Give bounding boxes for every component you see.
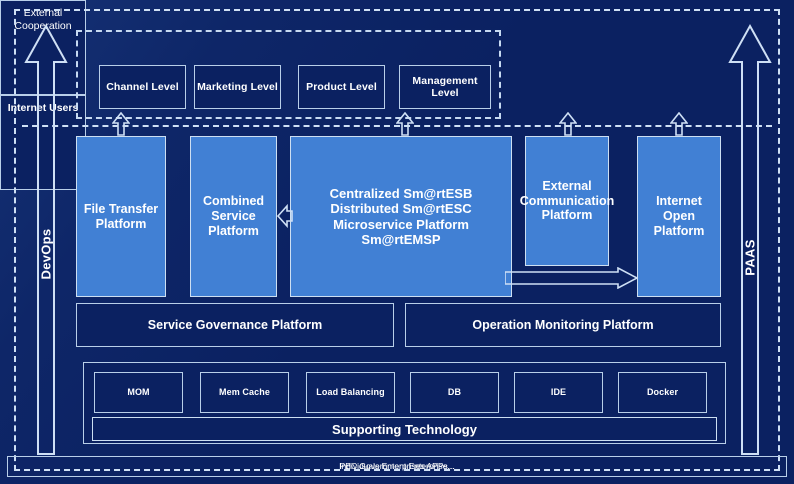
service-governance-platform[interactable]: Service Governance Platform (76, 303, 394, 347)
platform-label: Combined Service Platform (202, 194, 265, 238)
tech-box-mom[interactable]: MOM (94, 372, 183, 413)
operation-monitoring-platform[interactable]: Operation Monitoring Platform (405, 303, 721, 347)
arrow-up-icon-internet (670, 112, 688, 136)
arrow-up-icon-center (396, 112, 414, 136)
business-levels-group (76, 30, 501, 119)
platform-label: Internet Open Platform (653, 194, 705, 238)
tech-box-ide[interactable]: IDE (514, 372, 603, 413)
arrow-up-icon-channel (112, 112, 130, 136)
governance-label: Operation Monitoring Platform (472, 317, 654, 332)
outer-dashed-frame (14, 9, 780, 471)
supporting-technology-label: Supporting Technology (332, 421, 477, 437)
level-box-channel[interactable]: Channel Level (99, 65, 186, 109)
actor-title: Internet Users (7, 102, 79, 114)
platform-combined-service[interactable]: Combined Service Platform (190, 136, 277, 297)
devops-label: DevOps (38, 228, 54, 280)
tech-label: IDE (550, 387, 567, 398)
tech-label: DB (447, 387, 462, 398)
level-label: Product Level (306, 80, 377, 93)
arrow-up-icon-external (559, 112, 577, 136)
level-label: Management Level (412, 74, 478, 99)
tech-label: MOM (127, 387, 150, 398)
platform-external-communication[interactable]: External Communication Platform (520, 136, 614, 266)
arrow-up-icon (24, 23, 68, 455)
tech-box-db[interactable]: DB (410, 372, 499, 413)
level-box-management[interactable]: Management Level (399, 65, 491, 109)
tech-label: Load Balancing (316, 387, 385, 398)
level-label: Channel Level (106, 80, 179, 93)
level-label: Marketing Level (197, 80, 278, 93)
arrow-right-icon-center-to-internet-open (504, 266, 639, 290)
tech-box-mem-cache[interactable]: Mem Cache (200, 372, 289, 413)
tech-box-load-balancing[interactable]: Load Balancing (306, 372, 395, 413)
tech-label: Docker (646, 387, 679, 398)
platform-file-transfer[interactable]: File Transfer Platform (76, 136, 166, 297)
level-box-marketing[interactable]: Marketing Level (194, 65, 281, 109)
level-box-product[interactable]: Product Level (298, 65, 385, 109)
devops-arrow: DevOps (24, 22, 68, 458)
platform-label: External Communication Platform (519, 178, 615, 223)
actor-detail: Individuals Enterprises APPs... (7, 455, 787, 477)
platform-internet-open[interactable]: Internet Open Platform (637, 136, 721, 297)
supporting-technology-bar[interactable]: Supporting Technology (92, 417, 717, 441)
paas-arrow: PAAS (728, 22, 772, 458)
tech-box-docker[interactable]: Docker (618, 372, 707, 413)
paas-label: PAAS (742, 239, 758, 276)
band-divider (22, 125, 772, 127)
arrow-left-icon-center-to-combined (276, 203, 293, 229)
tech-label: Mem Cache (219, 387, 270, 398)
governance-label: Service Governance Platform (147, 317, 323, 332)
arrow-up-icon (728, 23, 772, 455)
platform-label: File Transfer Platform (83, 201, 159, 231)
